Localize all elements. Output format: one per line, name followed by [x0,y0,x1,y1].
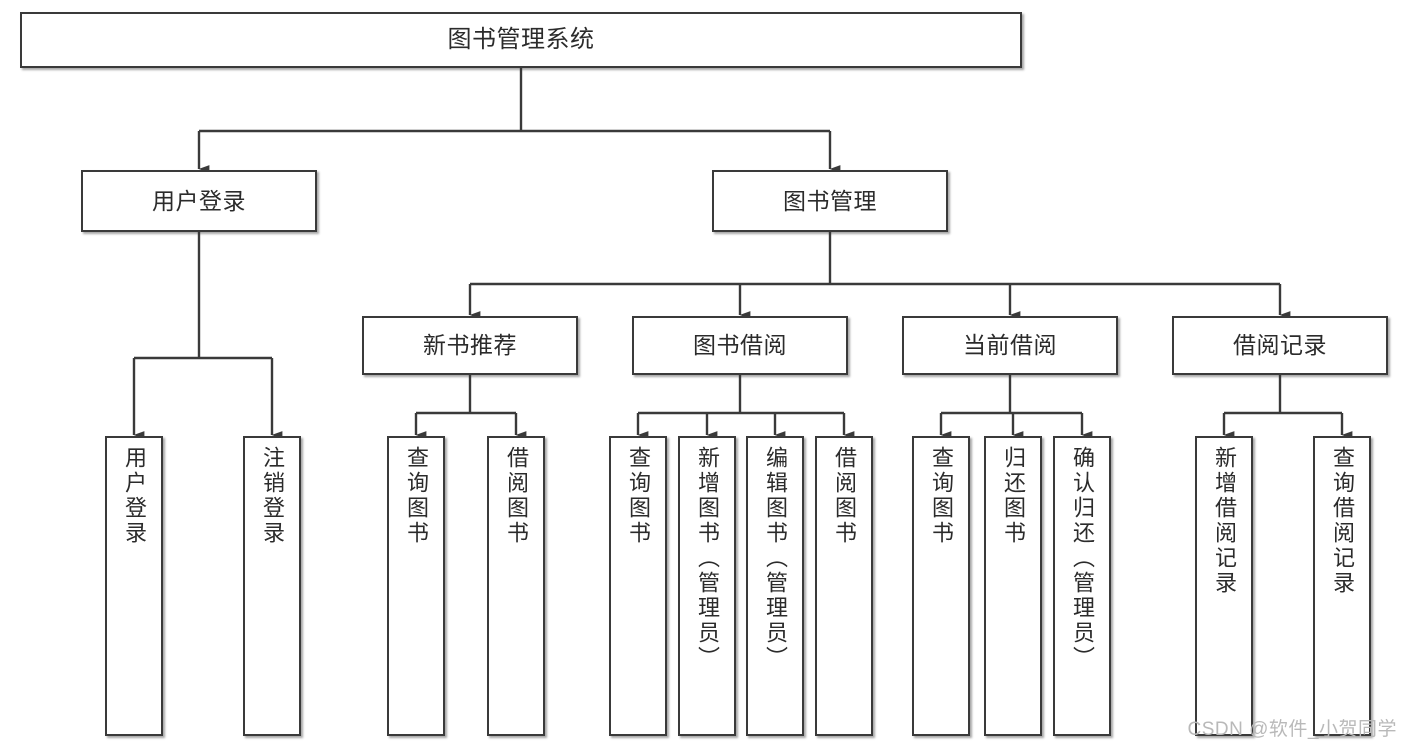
node-leaf-query-book-1[interactable]: 查询图书 [387,436,445,736]
node-leaf-borrow-book-2-label: 借阅图书 [832,446,857,546]
node-leaf-return-book[interactable]: 归还图书 [984,436,1042,736]
node-leaf-logout-label: 注销登录 [260,446,285,546]
node-leaf-query-book-2-label: 查询图书 [626,446,651,546]
node-borrow-record-label: 借阅记录 [1233,332,1327,359]
node-leaf-query-record-label: 查询借阅记录 [1330,446,1355,596]
node-leaf-query-book-1-label: 查询图书 [404,446,429,546]
node-user-login[interactable]: 用户登录 [81,170,317,232]
node-borrow-record[interactable]: 借阅记录 [1172,316,1388,375]
node-leaf-add-record[interactable]: 新增借阅记录 [1195,436,1253,736]
node-leaf-user-login-label: 用户登录 [122,446,147,546]
node-root-label: 图书管理系统 [447,26,595,54]
node-leaf-logout[interactable]: 注销登录 [243,436,301,736]
node-leaf-borrow-book-2[interactable]: 借阅图书 [815,436,873,736]
node-book-borrow-label: 图书借阅 [693,332,787,359]
node-leaf-edit-book-label: 编辑图书（管理员） [763,446,788,671]
node-leaf-add-book-label: 新增图书（管理员） [695,446,720,671]
connector-edges [132,68,1353,439]
node-leaf-borrow-book-1-label: 借阅图书 [504,446,529,546]
csdn-watermark: CSDN @软件_小贺同学 [1187,719,1397,740]
node-root[interactable]: 图书管理系统 [20,12,1022,68]
node-leaf-query-book-3-label: 查询图书 [929,446,954,546]
node-book-manage-label: 图书管理 [783,187,877,214]
node-leaf-confirm-return-label: 确认归还（管理员） [1070,446,1095,671]
node-leaf-confirm-return[interactable]: 确认归还（管理员） [1053,436,1111,736]
node-leaf-query-book-3[interactable]: 查询图书 [912,436,970,736]
node-leaf-borrow-book-1[interactable]: 借阅图书 [487,436,545,736]
node-leaf-query-record[interactable]: 查询借阅记录 [1313,436,1371,736]
node-leaf-add-record-label: 新增借阅记录 [1212,446,1237,596]
node-leaf-add-book[interactable]: 新增图书（管理员） [678,436,736,736]
node-leaf-query-book-2[interactable]: 查询图书 [609,436,667,736]
node-user-login-label: 用户登录 [152,187,246,214]
node-leaf-edit-book[interactable]: 编辑图书（管理员） [746,436,804,736]
node-book-manage[interactable]: 图书管理 [712,170,948,232]
node-new-book-recommend-label: 新书推荐 [423,332,517,359]
node-current-borrow-label: 当前借阅 [963,332,1057,359]
node-new-book-recommend[interactable]: 新书推荐 [362,316,578,375]
node-current-borrow[interactable]: 当前借阅 [902,316,1118,375]
node-book-borrow[interactable]: 图书借阅 [632,316,848,375]
node-leaf-return-book-label: 归还图书 [1001,446,1026,546]
node-leaf-user-login[interactable]: 用户登录 [105,436,163,736]
